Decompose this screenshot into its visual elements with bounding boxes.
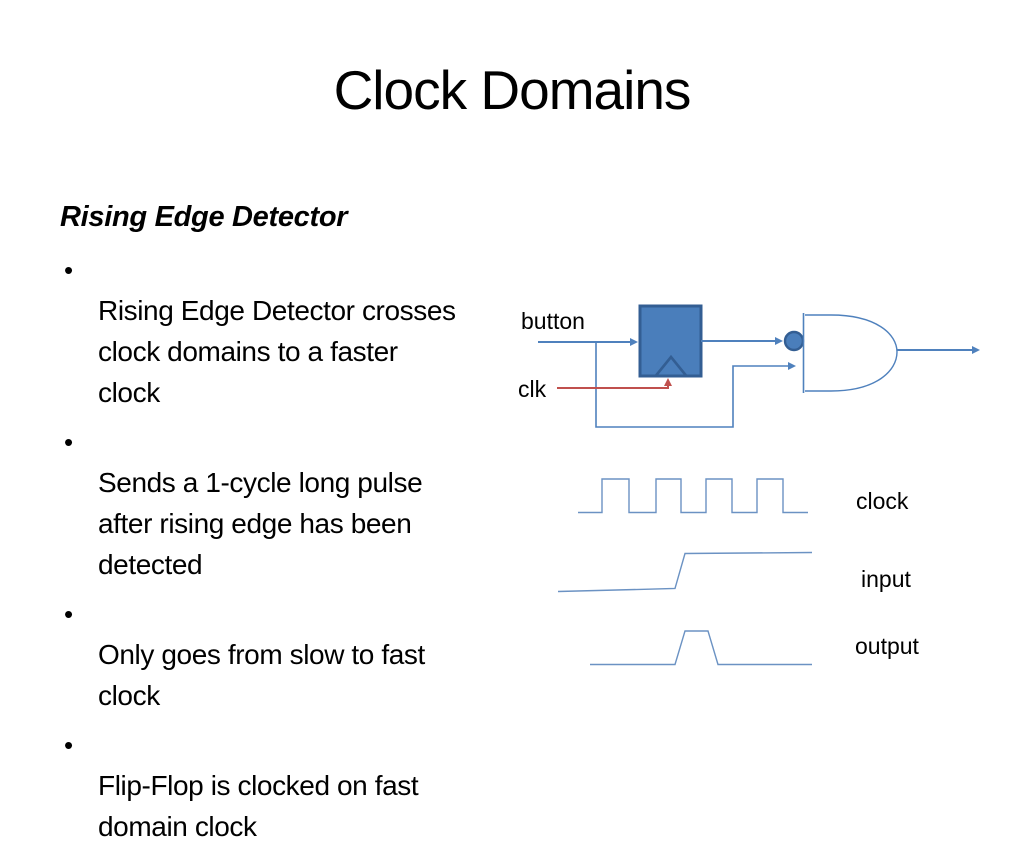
inverter-bubble xyxy=(783,330,805,352)
feedback-line xyxy=(595,342,796,428)
output-waveform-label: output xyxy=(855,633,919,659)
input-waveform-label: input xyxy=(861,566,911,592)
output-waveform xyxy=(590,630,812,666)
page-title: Clock Domains xyxy=(333,59,692,121)
bullet-text: Sends a 1-cycle long pulse after rising … xyxy=(98,467,423,580)
clk-label: clk xyxy=(518,376,547,402)
and-gate-body xyxy=(805,314,898,392)
clock-waveform-label: clock xyxy=(856,488,909,514)
flipflop-box xyxy=(638,304,703,378)
clock-waveform xyxy=(578,478,808,514)
circuit-diagram xyxy=(538,304,980,666)
bullet-text: Flip-Flop is clocked on fast domain cloc… xyxy=(98,770,419,842)
input-waveform xyxy=(557,551,813,593)
bullet-item: Rising Edge Detector crosses clock domai… xyxy=(60,249,530,413)
bullet-item: Sends a 1-cycle long pulse after rising … xyxy=(60,421,530,585)
flipflop-clock-triangle-icon xyxy=(654,354,688,377)
bullet-text: Only goes from slow to fast clock xyxy=(98,639,425,711)
bullet-item: Only goes from slow to fast clock xyxy=(60,593,530,716)
bullet-text: Rising Edge Detector crosses clock domai… xyxy=(98,295,456,408)
slide-root: { "title": "Clock Domains", "content": {… xyxy=(0,0,1024,768)
button-label: button xyxy=(521,308,585,334)
rising-edge-heading: Rising Edge Detector xyxy=(60,201,348,233)
clk-signal-line xyxy=(557,378,672,389)
